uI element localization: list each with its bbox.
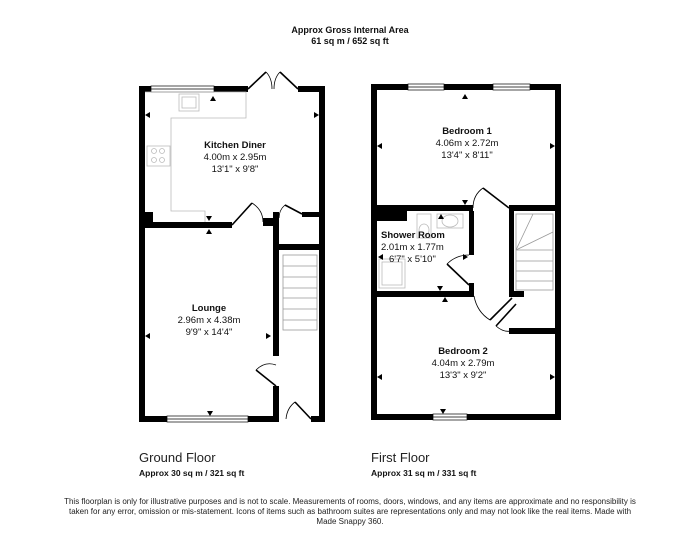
first-windows <box>407 83 531 421</box>
disclaimer-text: This floorplan is only for illustrative … <box>64 497 636 526</box>
room-label-bedroom-2: Bedroom 2 4.04m x 2.79m 13'3" x 9'2" <box>408 346 518 382</box>
ground-floor-title: Ground Floor <box>139 450 216 465</box>
first-floor-plan <box>371 84 561 420</box>
first-stairs <box>515 213 554 291</box>
room-label-lounge: Lounge 2.96m x 4.38m 9'9" x 14'4" <box>154 303 264 339</box>
ground-internal-doors <box>231 202 312 420</box>
room-label-kitchen-diner: Kitchen Diner 4.00m x 2.95m 13'1" x 9'8" <box>180 140 290 176</box>
ground-stairs <box>282 254 318 331</box>
ground-windows <box>150 85 249 423</box>
room-imperial: 13'1" x 9'8" <box>211 164 259 175</box>
ground-floor-area: Approx 30 sq m / 321 sq ft <box>139 468 245 478</box>
room-imperial: 13'3" x 9'2" <box>439 370 487 381</box>
room-imperial: 13'4" x 8'11" <box>441 150 493 161</box>
first-floor-title: First Floor <box>371 450 430 465</box>
kitchen-worktop <box>145 91 247 222</box>
room-imperial: 6'7" x 5'10" <box>389 254 436 265</box>
first-internal-doors <box>446 187 517 332</box>
gross-area-value: 61 sq m / 652 sq ft <box>311 36 389 46</box>
first-measure-arrows <box>377 94 555 414</box>
room-metric: 2.96m x 4.38m <box>177 315 241 326</box>
room-metric: 4.00m x 2.95m <box>203 152 267 163</box>
room-name: Bedroom 2 <box>438 346 488 357</box>
room-label-shower-room: Shower Room 2.01m x 1.77m 6'7" x 5'10" <box>377 230 461 266</box>
ground-measure-arrows <box>145 96 319 416</box>
room-name: Kitchen Diner <box>204 140 266 151</box>
room-imperial: 9'9" x 14'4" <box>185 327 233 338</box>
gross-area-title: Approx Gross Internal Area <box>291 25 409 35</box>
ground-floor-plan <box>139 86 325 422</box>
room-metric: 2.01m x 1.77m <box>381 242 444 253</box>
room-name: Bedroom 1 <box>442 126 492 137</box>
room-label-bedroom-1: Bedroom 1 4.06m x 2.72m 13'4" x 8'11" <box>412 126 522 162</box>
room-name: Lounge <box>191 303 227 314</box>
room-metric: 4.04m x 2.79m <box>431 358 495 369</box>
room-name: Shower Room <box>381 230 445 241</box>
shower-fixtures <box>378 213 464 289</box>
gross-area-header: Approx Gross Internal Area 61 sq m / 652… <box>0 25 700 47</box>
first-floor-area: Approx 31 sq m / 331 sq ft <box>371 468 477 478</box>
room-metric: 4.06m x 2.72m <box>435 138 499 149</box>
kitchen-french-doors <box>247 71 299 90</box>
